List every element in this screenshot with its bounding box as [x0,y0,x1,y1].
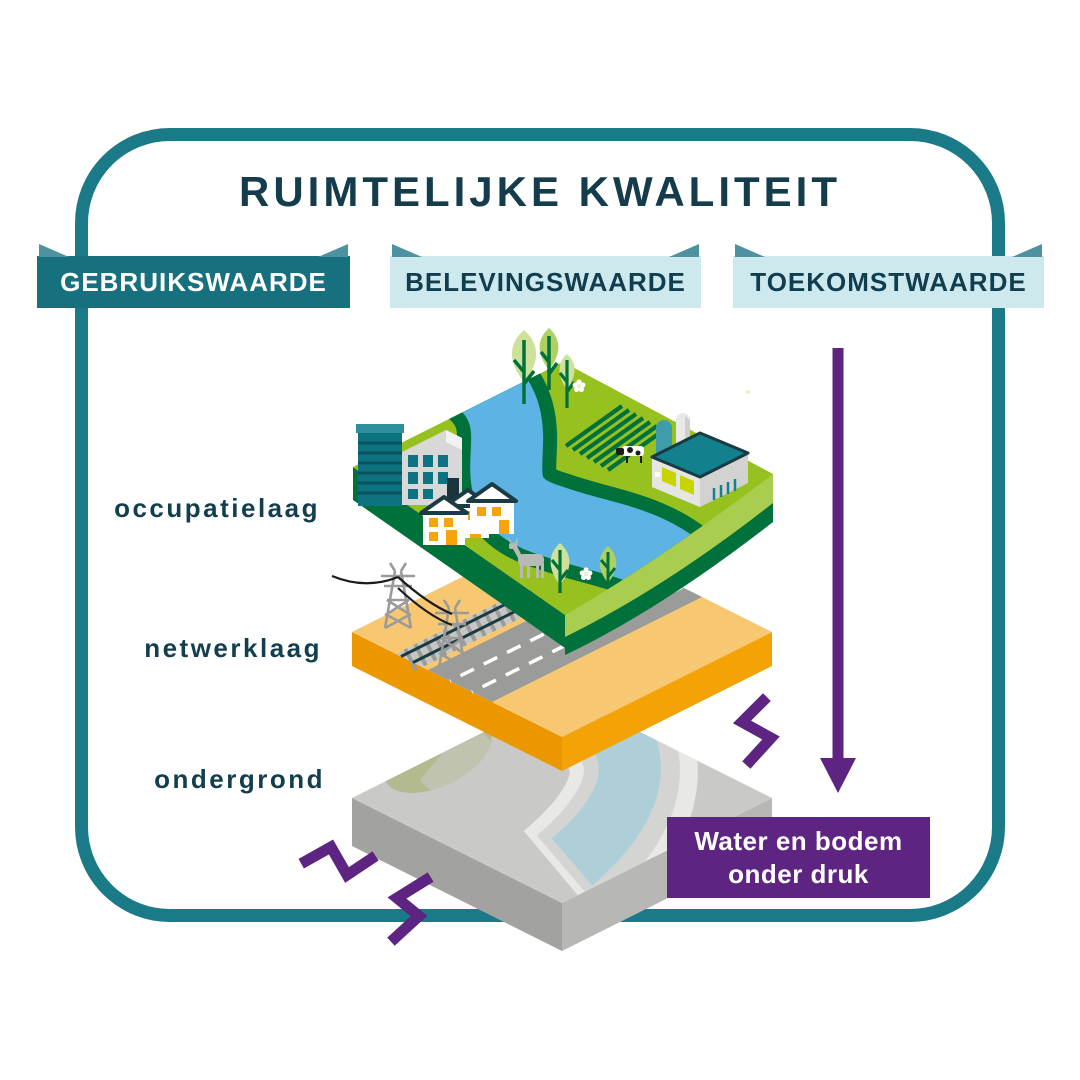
page-title: RUIMTELIJKE KWALITEIT [239,168,841,215]
banner-toekomstwaarde: TOEKOMSTWAARDE [733,244,1044,308]
trees [511,328,617,593]
banner-label: BELEVINGSWAARDE [405,266,686,297]
callout-water-bodem: Water en bodem onder druk [667,817,930,898]
rounded-frame [75,128,1005,922]
cow [616,446,644,463]
callout-line1: Water en bodem [694,826,903,856]
deer [508,537,544,578]
label-occupatielaag: occupatielaag [114,493,320,523]
farm [650,431,750,507]
banner-gebruikswaarde: GEBRUIKSWAARDE [37,244,350,308]
occupation-layer-tile [353,328,773,655]
pressure-arrow-down [820,348,856,793]
houses [419,482,518,545]
label-ondergrond: ondergrond [154,764,325,794]
pressure-zigzag [298,693,780,946]
callout-line2: onder druk [728,858,869,889]
field [564,404,666,472]
office-buildings [356,424,462,506]
river [444,362,738,615]
label-netwerklaag: netwerklaag [144,633,322,663]
flowers [572,379,755,580]
power-cables [331,574,453,627]
banner-label: TOEKOMSTWAARDE [750,266,1027,297]
banner-label: GEBRUIKSWAARDE [60,266,327,297]
